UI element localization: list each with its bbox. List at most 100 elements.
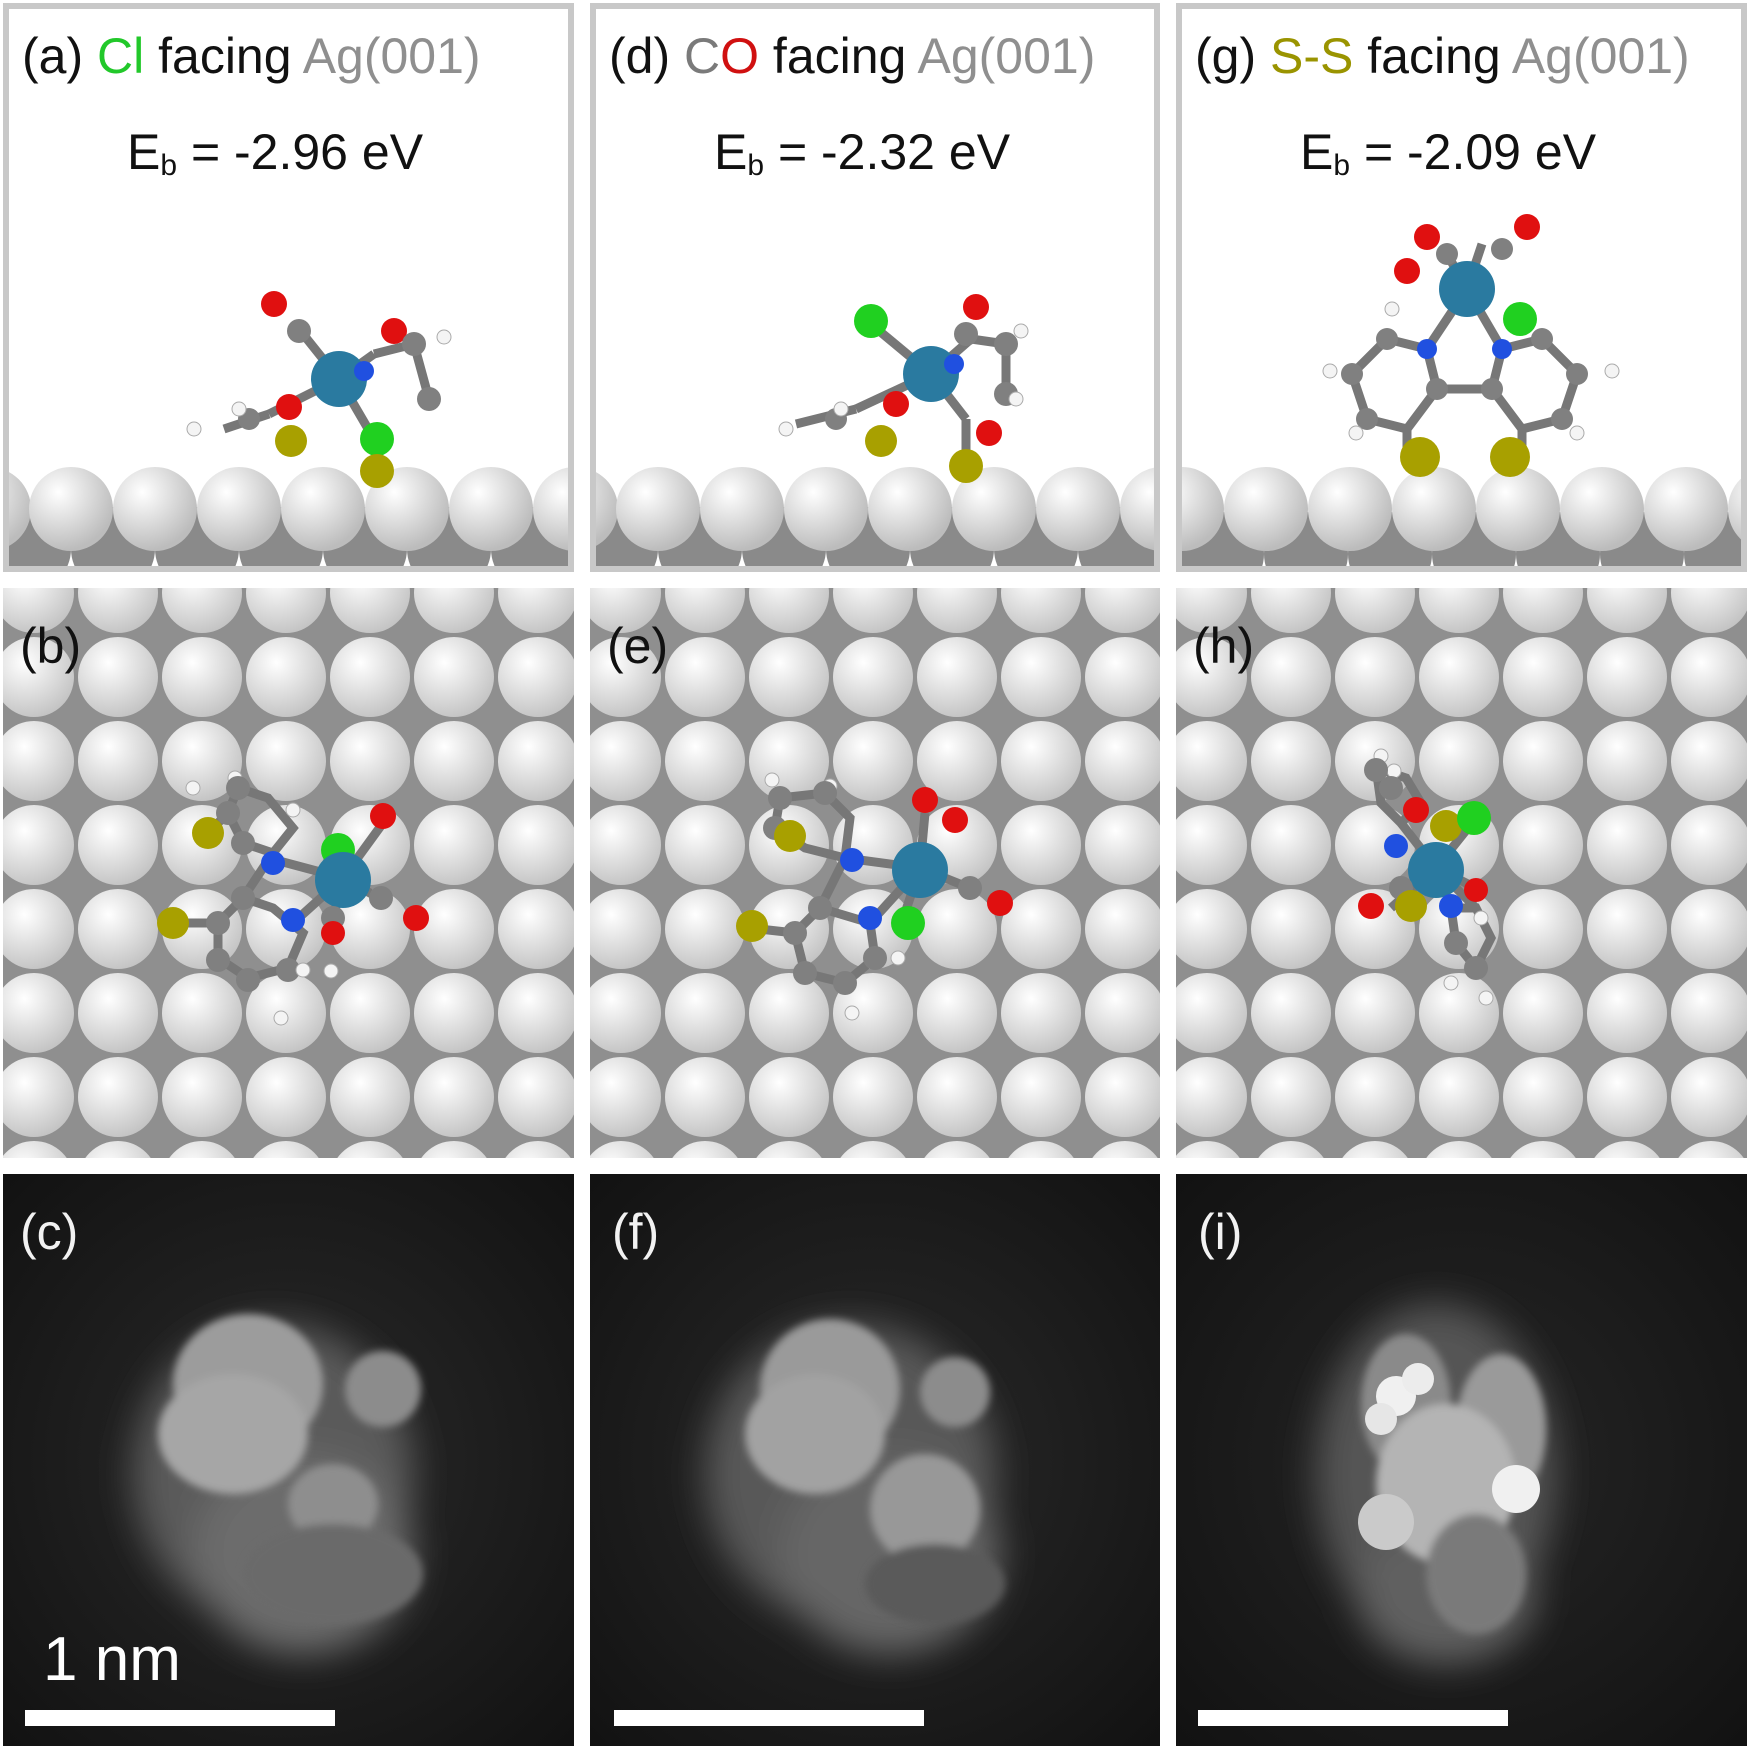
stm-image-c <box>3 1174 574 1746</box>
ag-atom <box>1678 1141 1744 1158</box>
top-view-grid-e <box>590 588 1160 1158</box>
ag-atom <box>3 1057 74 1137</box>
ag-atom <box>3 973 74 1053</box>
ag-atom <box>590 721 661 801</box>
ag-atom <box>1251 973 1331 1053</box>
ag-atom <box>665 889 745 969</box>
ag-atom <box>840 1141 906 1158</box>
ag-atom <box>330 588 410 633</box>
ag-atom <box>3 1141 67 1158</box>
ag-atom <box>1001 889 1081 969</box>
ag-atom <box>253 1141 319 1158</box>
ag-atom <box>1671 1057 1747 1137</box>
ag-atom <box>1587 889 1667 969</box>
ag-atom <box>1085 973 1160 1053</box>
ag-atom <box>78 721 158 801</box>
ag-atom <box>1251 588 1331 633</box>
energy-subscript: b <box>160 149 178 182</box>
panel-c-label: (c) <box>20 1204 79 1260</box>
ag-atom <box>1085 588 1160 633</box>
panel-f: (f) <box>590 1174 1160 1746</box>
ag-atom <box>1335 588 1415 633</box>
ag-atom <box>1503 1057 1583 1137</box>
stm-image-i <box>1176 1174 1747 1746</box>
ag-atom <box>833 637 913 717</box>
ag-atom <box>1258 1141 1324 1158</box>
ag-atom <box>330 637 410 717</box>
ag-atom <box>1510 1141 1576 1158</box>
ag-atom <box>665 588 745 633</box>
ag-atom <box>498 637 574 717</box>
panel-d-title-part-2: O <box>720 28 760 84</box>
ag-atom <box>414 805 494 885</box>
ag-atom <box>590 973 661 1053</box>
ag-atom <box>833 1057 913 1137</box>
ag-atom <box>414 637 494 717</box>
ag-atom <box>1092 1141 1158 1158</box>
ag-atom <box>162 588 242 633</box>
ag-atom <box>665 1057 745 1137</box>
ag-atom <box>246 588 326 633</box>
ag-atom <box>1176 1057 1247 1137</box>
ag-atom <box>330 889 410 969</box>
scale-bar-label: 1 nm <box>43 1625 181 1694</box>
panel-a-label: (a) <box>22 28 84 84</box>
side-view-molecule-d <box>596 294 1154 566</box>
ag-atom <box>1335 637 1415 717</box>
ag-atom <box>498 973 574 1053</box>
ag-atom <box>1001 637 1081 717</box>
ag-atom <box>1176 973 1247 1053</box>
panel-a-title-part-1: Cl <box>97 28 145 84</box>
ag-atom <box>78 889 158 969</box>
ag-atom <box>1503 973 1583 1053</box>
panel-d-title-part-4: Ag(001) <box>917 28 1096 84</box>
ag-atom <box>749 588 829 633</box>
energy-value: = -2.09 eV <box>1350 124 1597 180</box>
ag-atom <box>1085 637 1160 717</box>
panel-d-title-part-3: facing <box>759 28 918 84</box>
ag-atom <box>1342 1141 1408 1158</box>
side-view-molecule-a <box>9 291 568 566</box>
ag-atom <box>1587 973 1667 1053</box>
ag-atom <box>1251 1057 1331 1137</box>
ag-atom <box>1426 1141 1492 1158</box>
ag-atom <box>749 1057 829 1137</box>
top-view-molecule-e <box>736 772 1013 1021</box>
ag-atom <box>3 588 74 633</box>
ag-atom <box>1503 889 1583 969</box>
panel-c: (c) 1 nm <box>3 1174 574 1746</box>
ag-atom <box>665 805 745 885</box>
scale-bar-c <box>25 1710 335 1726</box>
ag-atom <box>1671 637 1747 717</box>
ag-atom <box>1335 1057 1415 1137</box>
ag-atom <box>1594 1141 1660 1158</box>
scale-bar-i <box>1198 1710 1508 1726</box>
ag-atom <box>1671 721 1747 801</box>
ag-atom <box>756 1141 822 1158</box>
ag-atom <box>1176 1141 1240 1158</box>
panel-a-title: (a) Cl facing Ag(001) <box>22 31 481 81</box>
ag-atom <box>1587 588 1667 633</box>
top-view-molecule-h <box>1358 748 1497 1006</box>
ag-atom <box>1001 973 1081 1053</box>
ag-atom <box>414 973 494 1053</box>
ag-atom <box>246 1057 326 1137</box>
ag-atom <box>162 1057 242 1137</box>
ag-atom <box>924 1141 990 1158</box>
ag-atom <box>665 721 745 801</box>
ag-atom <box>330 1057 410 1137</box>
ag-atom <box>1419 588 1499 633</box>
ag-atom <box>833 721 913 801</box>
ag-atom <box>590 805 661 885</box>
energy-subscript: b <box>747 149 765 182</box>
ag-atom <box>917 973 997 1053</box>
ag-atom <box>1176 588 1247 633</box>
ag-atom <box>749 973 829 1053</box>
panel-g: (g) S-S facing Ag(001) Eb = -2.09 eV <box>1176 3 1747 572</box>
ag-atom <box>414 889 494 969</box>
ag-atom <box>3 721 74 801</box>
ag-atom <box>1001 721 1081 801</box>
ag-atom <box>590 588 661 633</box>
ag-atom <box>833 588 913 633</box>
panel-g-energy: Eb = -2.09 eV <box>1300 127 1596 181</box>
